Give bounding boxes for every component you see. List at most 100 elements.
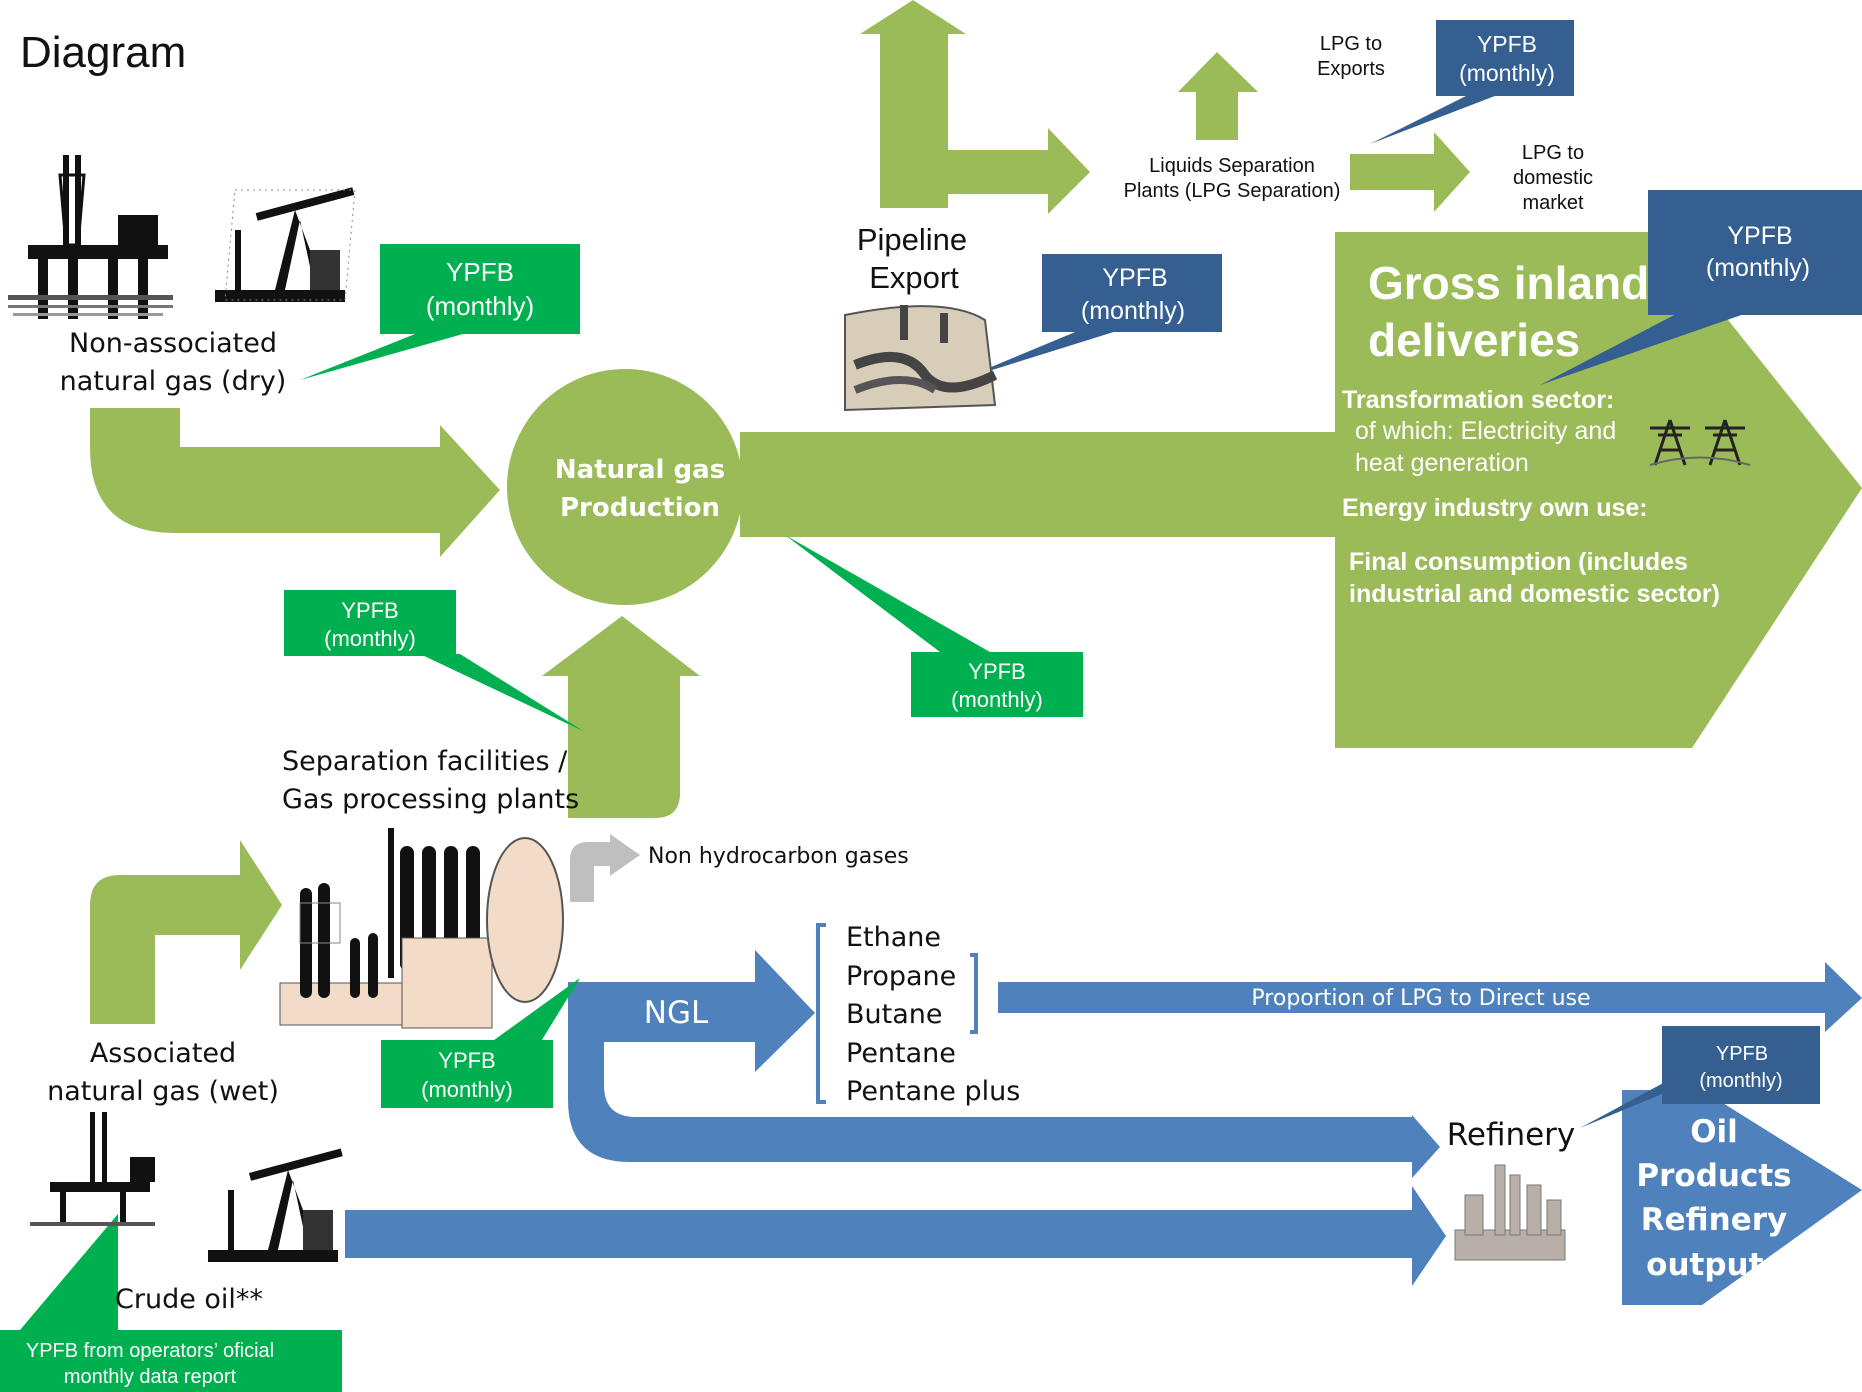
callouts-blue xyxy=(960,20,1862,1128)
ngl-item: Butane xyxy=(846,999,943,1030)
callout-pointer xyxy=(1370,94,1500,144)
gross-inland-title: deliveries xyxy=(1368,314,1580,366)
production-circle xyxy=(507,369,743,605)
lpg-domestic-label: market xyxy=(1522,192,1584,214)
gas-plant-icon xyxy=(279,828,564,1029)
callout-pointer xyxy=(490,978,580,1043)
to-liquids-separation-arrow xyxy=(910,128,1090,214)
ngl-item: Pentane xyxy=(846,1038,956,1069)
page-title: Diagram xyxy=(20,28,186,77)
oil-products-label: Refinery xyxy=(1641,1202,1787,1238)
callout-text: (monthly) xyxy=(951,687,1043,712)
callout-text: YPFB xyxy=(968,659,1025,684)
callout-pointer xyxy=(1540,312,1750,385)
lpg-direct-label: Proportion of LPG to Direct use xyxy=(1251,986,1590,1011)
liquids-separation-up-arrow xyxy=(1178,52,1258,140)
callout-text: (monthly) xyxy=(324,626,416,651)
pipeline-valve-icon xyxy=(844,305,998,412)
final-consumption-label: industrial and domestic sector) xyxy=(1349,580,1720,608)
non-hydrocarbon-arrow xyxy=(570,834,640,902)
callout-text: (monthly) xyxy=(1081,297,1185,325)
callout-text: YPFB from operators’ oficial xyxy=(26,1340,274,1362)
pumpjack-icon xyxy=(215,187,356,302)
ngl-label: NGL xyxy=(644,995,709,1031)
callout-text: YPFB xyxy=(341,598,398,623)
green-flows xyxy=(90,0,1862,1024)
callout-text: YPFB xyxy=(1477,31,1537,57)
offshore-rig-icon xyxy=(30,1112,155,1226)
separation-label: Gas processing plants xyxy=(282,784,579,815)
production-label: Natural gas xyxy=(555,455,725,485)
lpg-domestic-label: LPG to xyxy=(1522,142,1584,164)
callouts-green xyxy=(0,244,1083,1392)
transformation-sub: heat generation xyxy=(1355,449,1529,477)
callout-separation xyxy=(284,590,456,656)
oil-products-label: Oil xyxy=(1690,1114,1738,1150)
non-hydrocarbon-label: Non hydrocarbon gases xyxy=(648,844,909,869)
power-tower-icon xyxy=(1649,419,1751,466)
oil-products-label: outputs xyxy=(1646,1247,1782,1283)
gross-inland-title: Gross inland xyxy=(1368,257,1649,309)
callout-text: YPFB xyxy=(446,257,514,287)
refinery-icon xyxy=(1454,1164,1566,1261)
blue-flows xyxy=(345,950,1862,1305)
pipeline-export-label: Pipeline xyxy=(857,222,967,257)
callout-plant xyxy=(381,1040,553,1108)
callout-text: monthly data report xyxy=(64,1366,237,1388)
gross-inland-arrow xyxy=(740,232,1862,748)
callout-crude xyxy=(0,1330,342,1392)
callout-nonassoc xyxy=(380,244,580,334)
separation-to-production-arrow xyxy=(542,616,700,818)
crude-oil-label: Crude oil** xyxy=(115,1284,263,1315)
ngl-bracket xyxy=(816,923,978,1104)
lpg-domestic-label: domestic xyxy=(1513,167,1593,189)
callout-text: (monthly) xyxy=(426,291,534,321)
callout-pointer xyxy=(420,654,585,732)
own-use-label: Energy industry own use: xyxy=(1342,494,1648,522)
oil-products-label: Products xyxy=(1636,1158,1791,1194)
callout-text: (monthly) xyxy=(1699,1070,1782,1092)
to-lpg-domestic-arrow xyxy=(1350,132,1470,212)
oil-products-arrow xyxy=(1622,1090,1862,1305)
separation-label: Separation facilities / xyxy=(282,746,568,777)
callout-pointer xyxy=(785,535,990,652)
callout-production xyxy=(911,652,1083,717)
non-associated-label: natural gas (dry) xyxy=(60,366,287,397)
transformation-label: Transformation sector: xyxy=(1342,386,1614,414)
refinery-label: Refinery xyxy=(1447,1117,1576,1153)
callout-text: (monthly) xyxy=(421,1077,513,1102)
pipeline-export-label: Export xyxy=(869,260,959,295)
callout-pointer xyxy=(300,332,470,380)
callout-text: YPFB xyxy=(1727,222,1792,250)
production-label: Production xyxy=(560,493,720,523)
callout-lpg xyxy=(1436,20,1574,96)
callout-pointer xyxy=(960,330,1120,380)
ngl-item: Pentane plus xyxy=(846,1076,1020,1107)
associated-flow-arrow xyxy=(90,840,282,1024)
callout-refinery xyxy=(1662,1026,1820,1104)
callout-gross xyxy=(1648,190,1862,315)
crude-oil-arrow xyxy=(345,1186,1446,1286)
associated-label: Associated xyxy=(90,1038,236,1069)
liquids-separation-label: Liquids Separation xyxy=(1149,155,1315,177)
callout-text: YPFB xyxy=(1102,264,1167,292)
callout-text: (monthly) xyxy=(1459,60,1555,86)
callout-text: YPFB xyxy=(1716,1043,1768,1065)
ngl-arrow xyxy=(568,950,1440,1178)
ngl-item: Ethane xyxy=(846,922,941,953)
final-consumption-label: Final consumption (includes xyxy=(1349,548,1688,576)
callout-text: (monthly) xyxy=(1706,254,1810,282)
lpg-exports-label: Exports xyxy=(1317,58,1385,80)
liquids-separation-label: Plants (LPG Separation) xyxy=(1124,180,1341,202)
lpg-direct-use-arrow xyxy=(998,962,1862,1032)
callout-text: YPFB xyxy=(438,1048,495,1073)
callout-pointer xyxy=(20,1214,118,1330)
lpg-exports-label: LPG to xyxy=(1320,33,1382,55)
pumpjack-icon xyxy=(208,1148,343,1262)
callout-pipeline xyxy=(1042,254,1222,332)
non-associated-flow-arrow xyxy=(90,408,500,557)
offshore-rig-icon xyxy=(8,155,173,319)
associated-label: natural gas (wet) xyxy=(47,1076,279,1107)
